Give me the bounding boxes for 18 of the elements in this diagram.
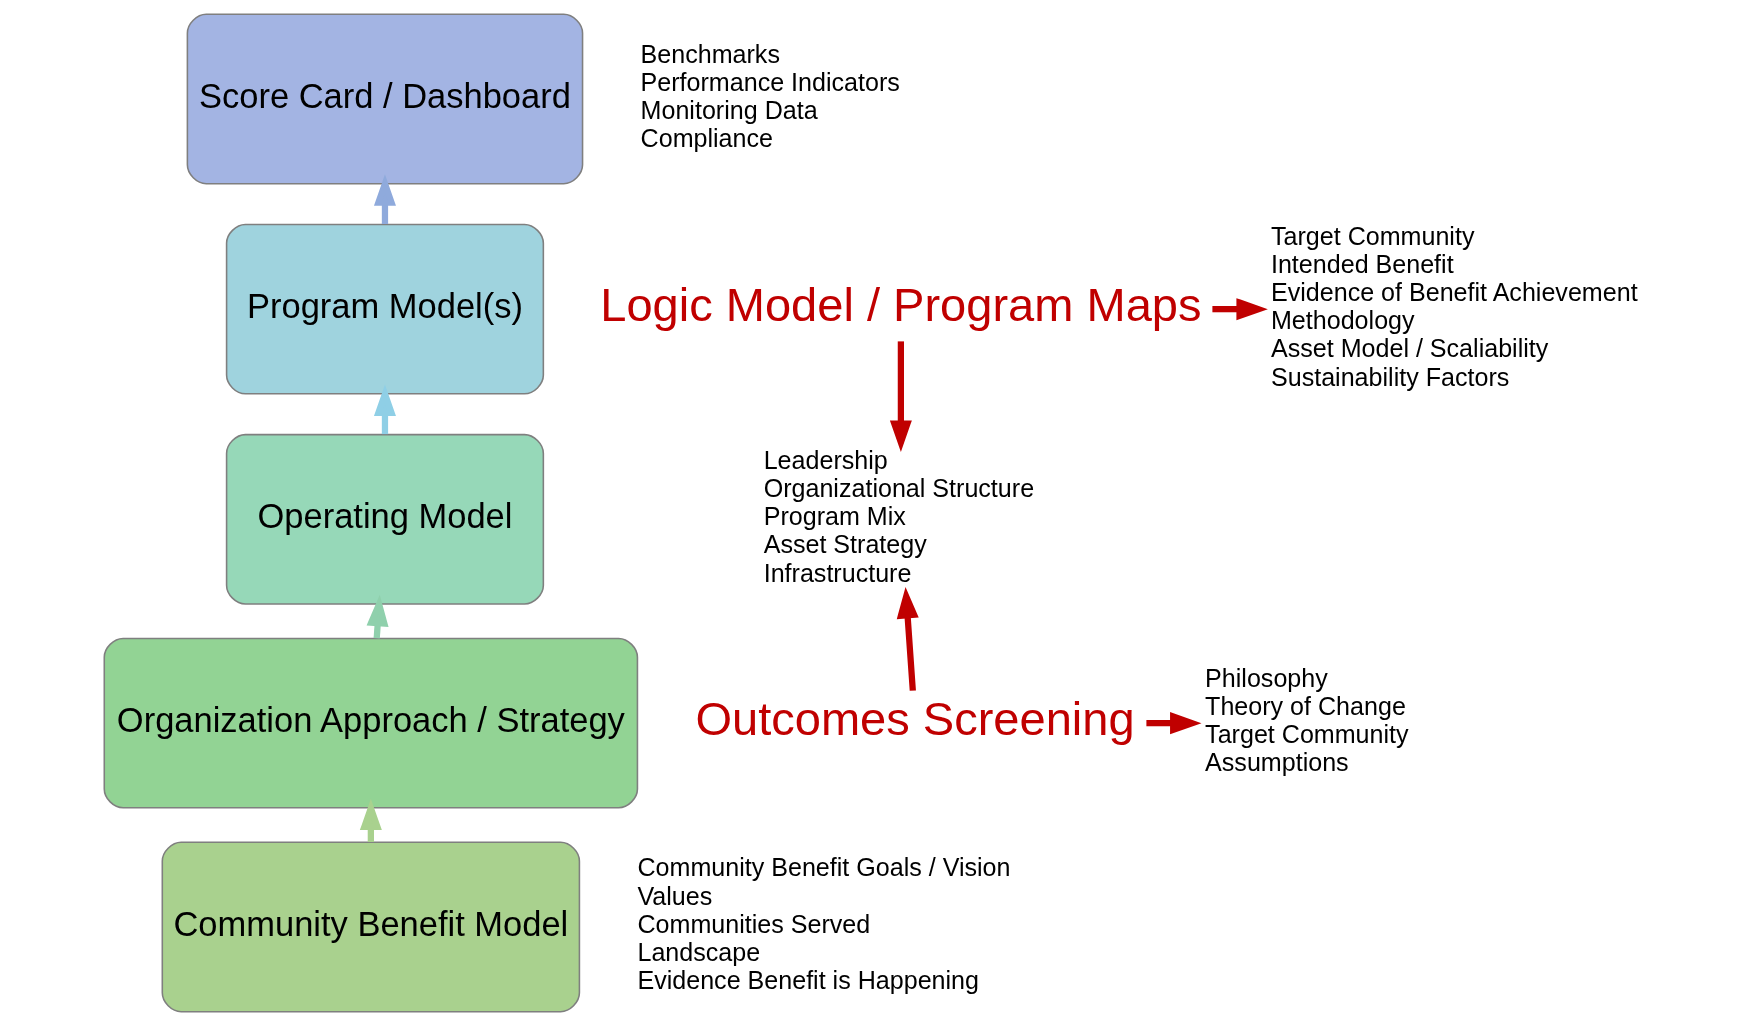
node-text: Outcomes Screening: [694, 691, 1135, 745]
node-text: Logic Model / Program Maps: [599, 277, 1201, 331]
node-text: Benchmarks Performance Indicators Monitoring Data Compliance: [640, 39, 900, 153]
arrow: [373, 174, 396, 224]
arrow: [373, 384, 396, 435]
node-box: Score Card / Dashboard: [186, 13, 583, 185]
arrow: [889, 341, 912, 452]
arrow: [896, 587, 919, 691]
arrow: [1211, 298, 1268, 321]
node-box: Operating Model: [225, 433, 544, 605]
node-text: Target Community Intended Benefit Evidence of Benefit Achievement Methodology Asset Model / Scaliability Sustainability Factors: [1270, 221, 1638, 391]
node-text: Community Benefit Goals / Vision Values Communities Served Landscape Evidence Benefit is Happening: [636, 853, 1011, 995]
node-box: Organization Approach / Strategy: [103, 637, 638, 809]
node-text: Philosophy Theory of Change Target Community Assumptions: [1204, 663, 1409, 777]
arrow: [1145, 712, 1201, 735]
node-text: Leadership Organizational Structure Program Mix Asset Strategy Infrastructure: [763, 445, 1034, 587]
node-box: Community Benefit Model: [161, 841, 580, 1013]
node-box: Program Model(s): [225, 223, 544, 395]
